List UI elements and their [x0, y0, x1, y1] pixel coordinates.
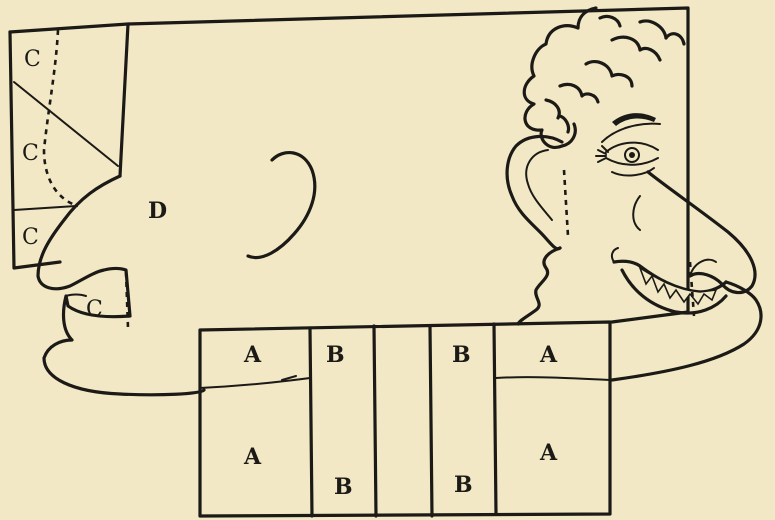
- right-cheek-line: [633, 196, 640, 230]
- label-c-2: C: [22, 141, 39, 166]
- right-a-cross-line: [496, 377, 610, 380]
- bottom-divider-1: [310, 328, 312, 516]
- right-jaw-line: [518, 248, 560, 324]
- label-c-3: C: [22, 225, 39, 250]
- right-hair: [524, 8, 684, 147]
- right-forehead-line: [602, 124, 660, 142]
- label-d: D: [148, 198, 167, 224]
- main-rectangle-outline: [10, 8, 688, 322]
- right-eye-pupil: [629, 152, 635, 158]
- bottom-divider-2: [374, 326, 376, 516]
- label-a-bottom-left: A: [243, 444, 262, 470]
- right-mouth-corner: [612, 248, 618, 262]
- right-eye-crows-feet: [596, 146, 608, 162]
- label-b-bottom-left: B: [334, 474, 353, 500]
- main-rectangle-bottom-left: [120, 24, 128, 176]
- c-strip-dashed-line: [44, 30, 78, 206]
- left-a-cross-line: [200, 378, 310, 388]
- right-ear-dashed: [564, 170, 568, 236]
- left-mouth-line: [66, 295, 86, 297]
- left-face-profile: [38, 176, 204, 395]
- right-nose: [648, 172, 755, 293]
- right-ear: [507, 136, 562, 248]
- bottom-divider-4: [494, 324, 496, 514]
- label-b-bottom-right: B: [454, 472, 473, 498]
- label-a-top-left: A: [243, 342, 262, 368]
- label-b-top-left: B: [326, 342, 345, 368]
- bottom-divider-3: [430, 326, 432, 516]
- right-ear-inner: [526, 150, 552, 220]
- c-strip-lower-divider: [14, 206, 76, 210]
- label-a-bottom-right: A: [539, 440, 558, 466]
- label-c-4: C: [86, 297, 103, 322]
- left-ear: [248, 153, 315, 258]
- label-b-top-right: B: [452, 342, 471, 368]
- label-c-1: C: [24, 47, 41, 72]
- label-a-top-right: A: [539, 342, 558, 368]
